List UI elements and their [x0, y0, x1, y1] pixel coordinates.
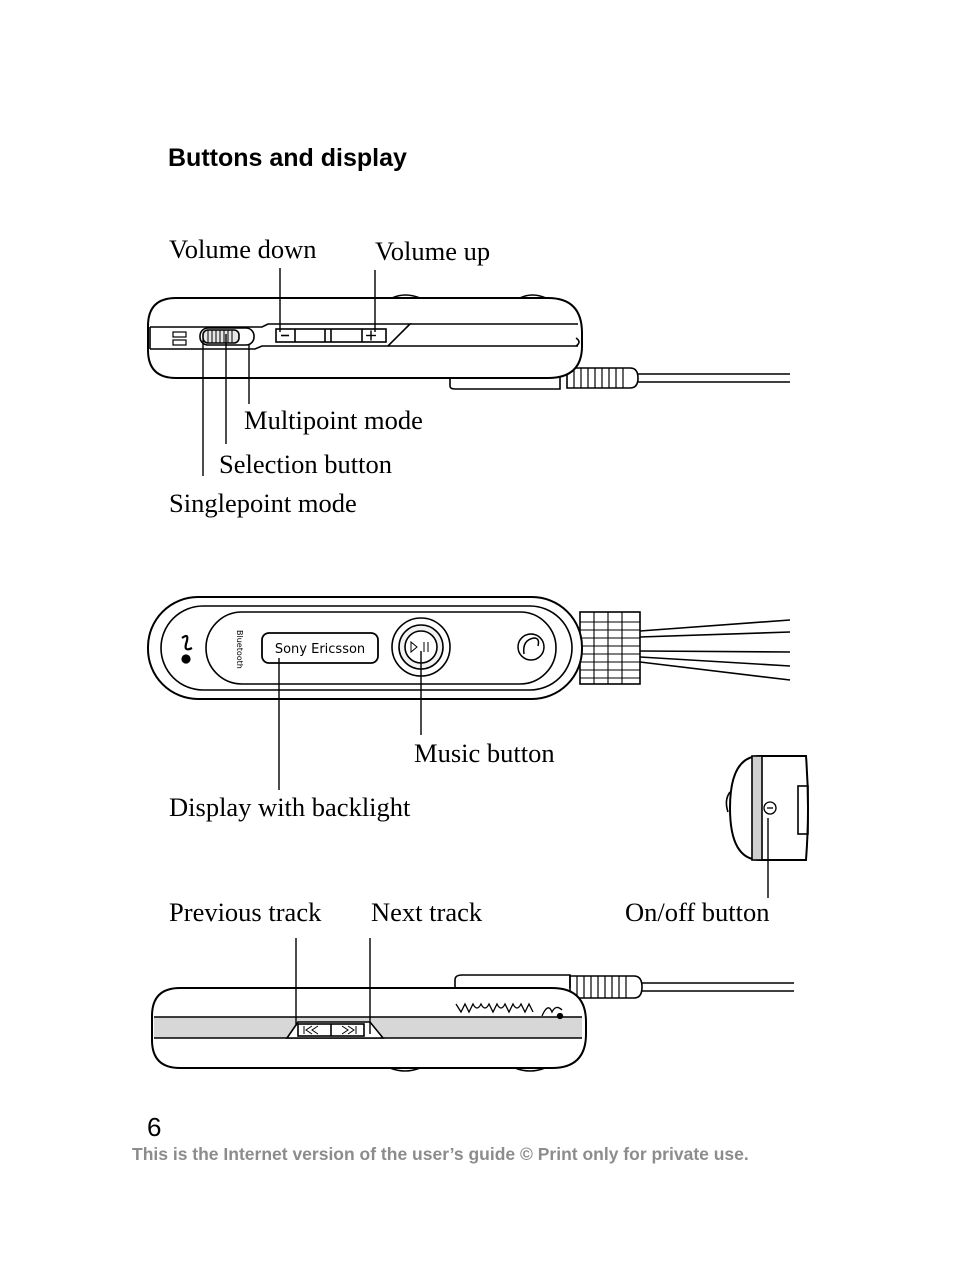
bottom-view-device — [151, 938, 794, 1072]
page-number: 6 — [147, 1112, 162, 1142]
front-view-device: Bluetooth Sony Ericsson — [147, 596, 791, 790]
walkman-wordmark-icon — [455, 1002, 564, 1020]
label-previous-track: Previous track — [169, 897, 322, 927]
sony-ericsson-logo-icon — [517, 633, 545, 661]
label-volume-down: Volume down — [169, 234, 317, 264]
label-volume-up: Volume up — [375, 236, 491, 266]
footer-note: This is the Internet version of the user… — [132, 1144, 749, 1164]
page-title: Buttons and display — [168, 144, 407, 172]
plus-icon — [366, 330, 376, 341]
walkman-logo-icon — [181, 634, 193, 664]
end-view-device — [725, 755, 809, 898]
display-brand-text: Sony Ericsson — [275, 642, 365, 657]
label-music-button: Music button — [414, 738, 555, 768]
label-next-track: Next track — [371, 897, 483, 927]
previous-track-icon — [303, 1025, 319, 1035]
label-on-off-button: On/off button — [625, 897, 770, 927]
play-pause-icon — [410, 640, 429, 654]
label-singlepoint-mode: Singlepoint mode — [169, 488, 357, 518]
label-selection-button: Selection button — [219, 449, 392, 479]
label-multipoint-mode: Multipoint mode — [244, 405, 423, 435]
mode-switch-icon — [172, 331, 187, 346]
bluetooth-text: Bluetooth — [235, 630, 244, 669]
next-track-icon — [341, 1025, 357, 1035]
label-display-with-backlight: Display with backlight — [169, 792, 411, 822]
side-view-device — [147, 268, 790, 476]
power-icon — [763, 801, 777, 815]
